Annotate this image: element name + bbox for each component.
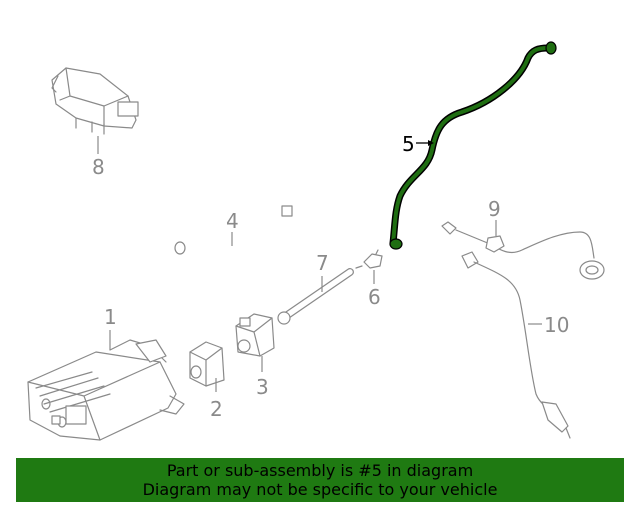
parts-diagram: 8 5 4 6 — [27, 41, 605, 441]
banner-line-1: Part or sub-assembly is #5 in diagram — [166, 461, 474, 480]
part-9-sensor[interactable] — [441, 221, 605, 280]
part-1-canister[interactable] — [27, 339, 185, 441]
callout-4: 4 — [226, 209, 239, 233]
callout-6: 6 — [368, 285, 381, 309]
info-banner: Part or sub-assembly is #5 in diagram Di… — [16, 458, 624, 502]
callout-7: 7 — [316, 251, 329, 275]
callout-8: 8 — [92, 155, 105, 179]
part-8-sensor[interactable] — [51, 67, 139, 135]
callout-5: 5 — [402, 132, 415, 156]
callout-3: 3 — [256, 375, 269, 399]
part-2-bracket[interactable] — [189, 341, 225, 387]
part-3-valve[interactable] — [235, 313, 275, 357]
part-5-hose[interactable] — [389, 41, 557, 250]
banner-line-2: Diagram may not be specific to your vehi… — [142, 480, 498, 499]
callout-2: 2 — [210, 397, 223, 421]
part-4-tube[interactable] — [174, 205, 293, 255]
callout-1: 1 — [104, 305, 117, 329]
callout-10: 10 — [544, 313, 569, 337]
part-7-hose[interactable] — [277, 268, 354, 325]
part-6-connector[interactable] — [355, 249, 383, 269]
part-10-sensor[interactable] — [461, 251, 571, 439]
leader-5-arrow — [428, 140, 434, 146]
callout-9: 9 — [488, 197, 501, 221]
